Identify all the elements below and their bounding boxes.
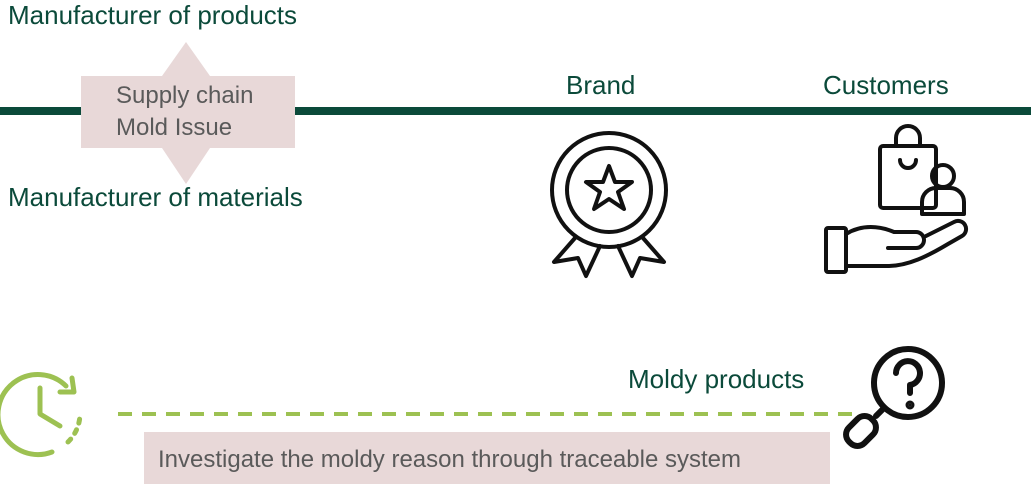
clock-refresh-icon	[0, 372, 83, 458]
magnifier-question-icon	[843, 346, 945, 449]
customers-label: Customers	[823, 70, 949, 100]
callout-line-2: Mold Issue	[116, 114, 233, 141]
award-badge-icon	[550, 131, 668, 278]
brand-label: Brand	[566, 70, 636, 100]
customer-hand-shopping-icon	[824, 124, 969, 274]
investigate-box-bg	[144, 432, 830, 484]
supply-chain-callout	[81, 42, 295, 184]
manufacturer-products-label: Manufacturer of products	[8, 0, 298, 30]
callout-line-1: Supply chain	[116, 82, 254, 109]
investigate-text: Investigate the moldy reason through tra…	[158, 446, 741, 473]
moldy-products-label: Moldy products	[628, 364, 805, 394]
manufacturer-materials-label: Manufacturer of materials	[8, 182, 303, 212]
